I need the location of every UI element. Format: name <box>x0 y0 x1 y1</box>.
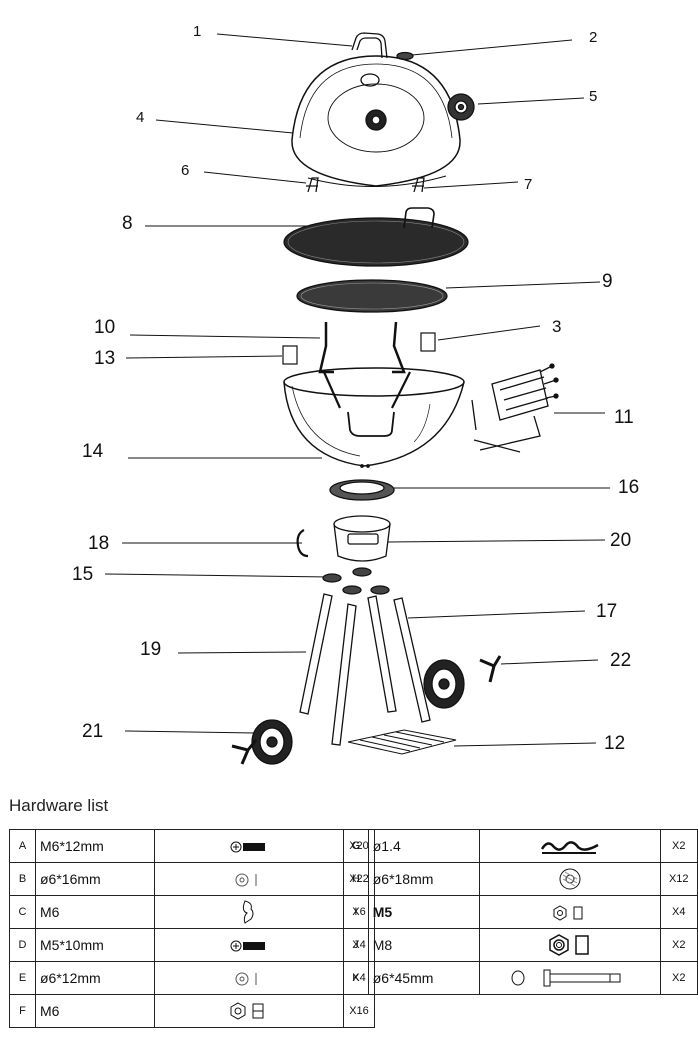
hw-spec: ø1.4 <box>367 829 481 863</box>
wheel-right-part <box>423 659 465 709</box>
lid-part <box>291 55 461 187</box>
nut-icon <box>154 994 344 1028</box>
hw-spec: ø6*12mm <box>35 961 155 995</box>
legs-part <box>299 593 431 746</box>
bowl-part <box>283 367 465 468</box>
callout-7: 7 <box>524 176 533 193</box>
callout-11: 11 <box>614 407 634 428</box>
cotter-pin-icon <box>479 829 661 863</box>
wing-nut-right-part <box>479 655 502 683</box>
table-row: K ø6*45mm X2 <box>343 961 698 995</box>
wing-nut-left-part <box>231 739 258 765</box>
ash-bucket-part <box>333 515 391 562</box>
table-row: E ø6*12mm X4 <box>9 961 375 995</box>
callout-12: 12 <box>604 733 626 754</box>
callout-10: 10 <box>94 317 116 338</box>
hw-code: H <box>343 862 369 896</box>
hw-code: F <box>9 994 36 1028</box>
hardware-list-title: Hardware list <box>9 796 109 815</box>
callout-5: 5 <box>589 88 598 105</box>
wing-nut-icon <box>154 895 344 929</box>
hw-qty: X16 <box>343 994 375 1028</box>
nut-icon <box>479 928 661 962</box>
callout-2: 2 <box>589 29 598 46</box>
nut-icon <box>479 895 661 929</box>
hw-spec: ø6*18mm <box>367 862 481 896</box>
hw-code: C <box>9 895 36 929</box>
table-row: F M6 X16 <box>9 994 375 1028</box>
lid-hook-left-part <box>306 177 319 193</box>
hw-code: J <box>343 928 369 962</box>
callout-18: 18 <box>88 533 110 554</box>
leader-lines <box>104 33 610 747</box>
table-row: I M5 X4 <box>343 895 698 929</box>
hw-code: K <box>343 961 369 995</box>
callout-4: 4 <box>136 109 145 126</box>
top-vent-part <box>447 93 475 121</box>
bucket-handle-part <box>296 529 309 558</box>
callout-17: 17 <box>596 601 618 622</box>
table-row: H ø6*18mm X12 <box>343 862 698 896</box>
table-row: D M5*10mm X4 <box>9 928 375 962</box>
hw-qty: X2 <box>659 928 698 962</box>
hw-spec: M6 <box>35 895 155 929</box>
hw-spec: M5 <box>367 895 481 929</box>
hw-qty: X2 <box>659 961 698 995</box>
spring-washer-icon <box>479 862 661 896</box>
callout-8: 8 <box>122 213 133 234</box>
charcoal-grate-part <box>296 279 448 313</box>
hw-spec: ø6*45mm <box>367 961 481 995</box>
lid-hook-right-part <box>412 177 425 193</box>
callout-16: 16 <box>618 477 640 498</box>
callout-21: 21 <box>82 721 104 742</box>
axle-pin-icon <box>479 961 661 995</box>
bottom-shelf-part <box>347 729 457 755</box>
table-row: G ø1.4 X2 <box>343 829 698 863</box>
wheel-left-part <box>251 719 293 765</box>
hw-qty: X2 <box>659 829 698 863</box>
bracket-right-part <box>420 332 436 352</box>
hw-spec: M8 <box>367 928 481 962</box>
hw-spec: M6*12mm <box>35 829 155 863</box>
screw-icon <box>154 928 344 962</box>
callout-15: 15 <box>72 564 94 585</box>
callout-6: 6 <box>181 162 190 179</box>
leg-brackets-part <box>322 567 390 595</box>
washer-icon <box>154 961 344 995</box>
hw-code: A <box>9 829 36 863</box>
hw-code: B <box>9 862 36 896</box>
hardware-table-left: A M6*12mm X20 B ø6*16mm X22 C M6 X6 D M5… <box>9 829 375 1028</box>
hw-code: D <box>9 928 36 962</box>
washer-icon <box>154 862 344 896</box>
hw-code: I <box>343 895 369 929</box>
table-row: A M6*12mm X20 <box>9 829 375 863</box>
lid-handle-part <box>351 32 388 59</box>
callout-22: 22 <box>610 650 632 671</box>
callout-13: 13 <box>94 348 116 369</box>
hw-spec: ø6*16mm <box>35 862 155 896</box>
callout-9: 9 <box>602 271 613 292</box>
rotisserie-rack-part <box>471 363 559 453</box>
callout-20: 20 <box>610 530 632 551</box>
callout-1: 1 <box>193 23 202 40</box>
table-row: C M6 X6 <box>9 895 375 929</box>
callout-19: 19 <box>140 639 162 660</box>
hw-qty: X4 <box>659 895 698 929</box>
hw-spec: M5*10mm <box>35 928 155 962</box>
hw-spec: M6 <box>35 994 155 1028</box>
screw-icon <box>154 829 344 863</box>
hardware-table-right: G ø1.4 X2 H ø6*18mm X12 I M5 X4 J M8 X2 … <box>343 829 698 995</box>
hw-qty: X12 <box>659 862 698 896</box>
hw-code: E <box>9 961 36 995</box>
bracket-left-part <box>282 345 298 365</box>
callout-3: 3 <box>552 317 562 336</box>
hw-code: G <box>343 829 369 863</box>
cooking-grate-part <box>283 207 469 267</box>
table-row: B ø6*16mm X22 <box>9 862 375 896</box>
table-row: J M8 X2 <box>343 928 698 962</box>
exploded-view-diagram <box>104 32 610 765</box>
grate-supports-part <box>318 321 406 374</box>
ash-ring-part <box>329 479 395 501</box>
callout-14: 14 <box>82 441 104 462</box>
